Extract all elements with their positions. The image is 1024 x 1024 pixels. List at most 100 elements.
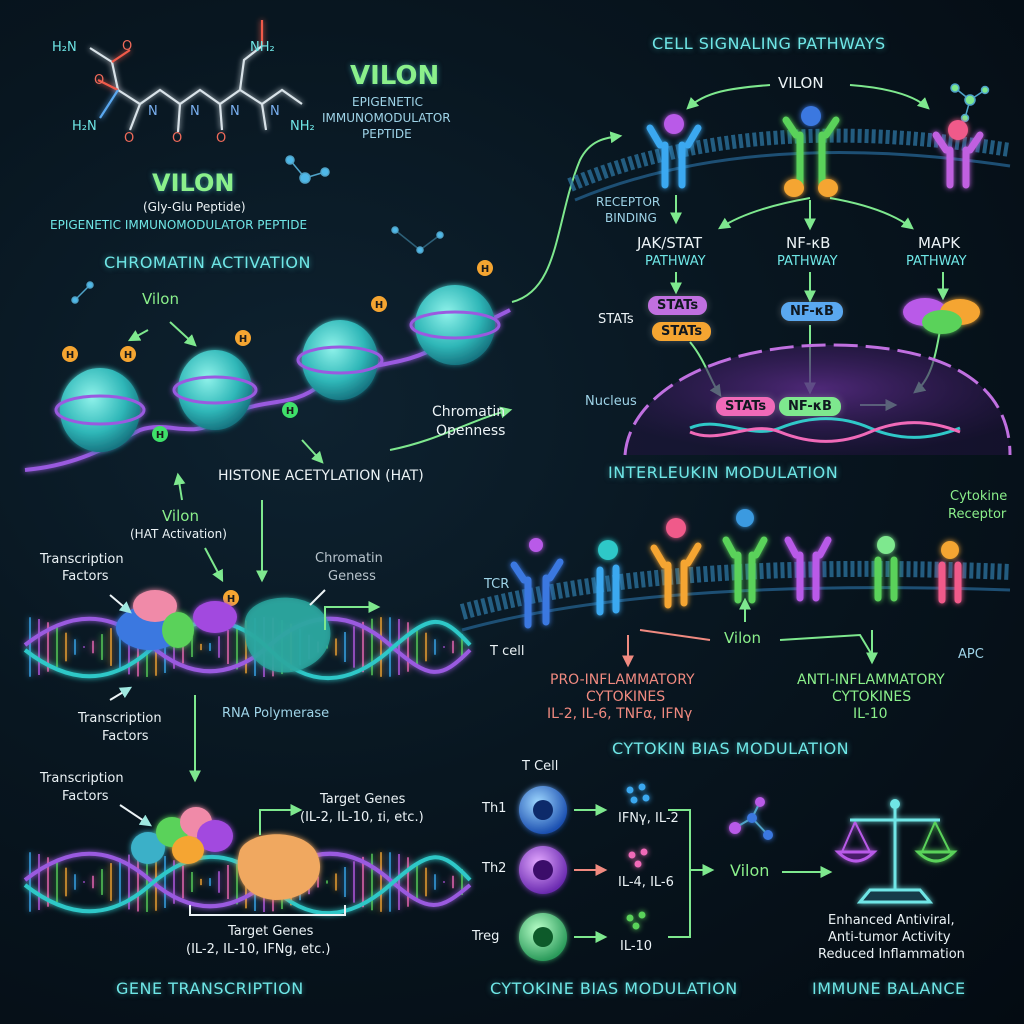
nucleosomes [54, 285, 501, 452]
chromatin-vilon-label: Vilon [142, 290, 179, 308]
th2-label: Th2 [482, 861, 507, 876]
svg-text:H: H [375, 300, 383, 311]
svg-text:H: H [66, 350, 74, 361]
mol-label: O [172, 131, 183, 146]
tf-label-3: Factors [62, 789, 109, 804]
chromatin-openness-label: Openness [436, 423, 506, 439]
mapk-label: MAPK [918, 234, 961, 252]
peptide-name: VILON [152, 169, 235, 197]
cytokine-receptor-label: Cytokine [950, 489, 1008, 504]
chromatin-openness-label: Chromatin [432, 404, 506, 420]
bias-vilon-label: Vilon [730, 861, 770, 880]
mol-label: O [94, 73, 105, 88]
mol-label: O [122, 39, 133, 54]
tcell-header: T Cell [522, 759, 559, 774]
nfkb-label: NF-κB [786, 234, 831, 252]
svg-text:H: H [156, 430, 164, 441]
stats-label: STATs [598, 312, 634, 327]
transcription-arrows-1 [109, 589, 381, 783]
mol-label: O [216, 131, 227, 146]
tf-label-1: Transcription [40, 552, 124, 567]
svg-text:H: H [286, 406, 294, 417]
anti-inflammatory-list: IL-10 [853, 706, 888, 722]
mol-label: N [190, 104, 200, 119]
svg-text:H: H [124, 350, 132, 361]
molecule-icon [71, 83, 990, 304]
mol-label: N [148, 104, 158, 119]
tf-label-2: Factors [102, 729, 149, 744]
chromatin-title: CHROMATIN ACTIVATION [104, 253, 311, 272]
rna-polymerase-label: RNA Polymerase [222, 706, 330, 721]
cell-membrane-top [567, 128, 1012, 202]
pro-inflammatory-label: PRO-INFLAMMATORY [550, 672, 695, 688]
peptide-formula: (Gly-Glu Peptide) [143, 200, 246, 214]
cytokin-bias-title: CYTOKIN BIAS MODULATION [612, 739, 850, 758]
nfkb-pathway-label: PATHWAY [777, 254, 838, 269]
target-genes-list-1: (IL-2, IL-10, ɪi, etc.) [300, 810, 424, 825]
peptide-description: EPIGENETIC IMMUNOMODULATOR PEPTIDE [50, 218, 308, 232]
mol-label: H₂N [72, 119, 97, 134]
interleukin-title: INTERLEUKIN MODULATION [608, 463, 839, 482]
target-genes-list-2: (IL-2, IL-10, IFNg, etc.) [186, 942, 331, 957]
immune-balance-title: IMMUNE BALANCE [812, 979, 966, 998]
tcr-label: TCR [484, 577, 510, 592]
balance-outcome-3: Reduced Inflammation [818, 947, 965, 962]
mol-label: NH₂ [290, 119, 315, 134]
gene-transcription-title: GENE TRANSCRIPTION [116, 979, 304, 998]
chromatin-genes-label: Geness [328, 569, 376, 584]
treg-cytokines: IL-10 [620, 939, 653, 954]
cytokine-receptor-label: Receptor [948, 507, 1007, 522]
anti-inflammatory-label: ANTI-INFLAMMATORY [797, 672, 945, 688]
svg-text:H: H [481, 264, 489, 275]
brand-subtitle-3: PEPTIDE [362, 127, 412, 141]
nucleus-stats-pill: STATs [716, 397, 776, 416]
balance-outcome-2: Anti-tumor Activity [828, 930, 951, 945]
th1-label: Th1 [482, 801, 507, 816]
mol-label: H₂N [52, 40, 77, 55]
cell-icon [519, 786, 567, 961]
mol-label: O [124, 131, 135, 146]
hat-vilon-label: Vilon [162, 507, 199, 525]
cell-signaling-title: CELL SIGNALING PATHWAYS [652, 34, 886, 53]
target-genes-label-1: Target Genes [320, 792, 406, 807]
receptor-binding-label: BINDING [605, 211, 657, 225]
brand-title: VILON [350, 61, 440, 91]
mapk-proteins [903, 298, 980, 334]
th2-cytokines: IL-4, IL-6 [618, 875, 674, 890]
receptor-icon [646, 106, 984, 197]
vilon-molecule-icon [729, 797, 773, 840]
transcription-arrows-2 [119, 804, 346, 916]
brand-subtitle-1: EPIGENETIC [352, 95, 424, 109]
peptide-molecule-icon [89, 20, 303, 133]
balance-outcome-1: Enhanced Antiviral, [828, 913, 955, 928]
tf-label-2: Transcription [78, 711, 162, 726]
pro-inflammatory-label: CYTOKINES [586, 689, 666, 705]
tf-label-1: Factors [62, 569, 109, 584]
svg-text:H: H [239, 334, 247, 345]
stats-pill: STATs [652, 322, 712, 341]
mol-label: N [230, 104, 240, 119]
hat-activation-label: (HAT Activation) [130, 527, 227, 541]
treg-label: Treg [472, 929, 500, 944]
transcription-complex-2 [131, 807, 321, 900]
mol-label: N [270, 104, 280, 119]
th1-cytokines: IFNγ, IL-2 [618, 811, 679, 826]
tcell-label: T cell [490, 644, 525, 659]
nucleus-label: Nucleus [585, 394, 637, 409]
nucleus-nfkb-pill: NF-κB [779, 397, 841, 416]
apc-label: APC [958, 647, 984, 662]
balance-scale-icon [834, 799, 958, 904]
signaling-vilon-label: VILON [778, 74, 824, 92]
receptor-binding-label: RECEPTOR [596, 195, 661, 209]
cytokine-bias-title-bottom: CYTOKINE BIAS MODULATION [490, 979, 738, 998]
mol-label: NH₂ [250, 40, 275, 55]
bias-arrows [574, 804, 833, 943]
interleukin-arrows [622, 597, 878, 668]
transcription-complex-1 [116, 590, 331, 673]
stats-pill: STATs [648, 296, 708, 315]
chromatin-genes-label: Chromatin [315, 551, 383, 566]
histone-acetyl-icon: H H H H H H H H [62, 260, 493, 606]
svg-text:H: H [227, 594, 235, 605]
pro-inflammatory-list: IL-2, IL-6, TNFα, IFNγ [547, 706, 693, 722]
